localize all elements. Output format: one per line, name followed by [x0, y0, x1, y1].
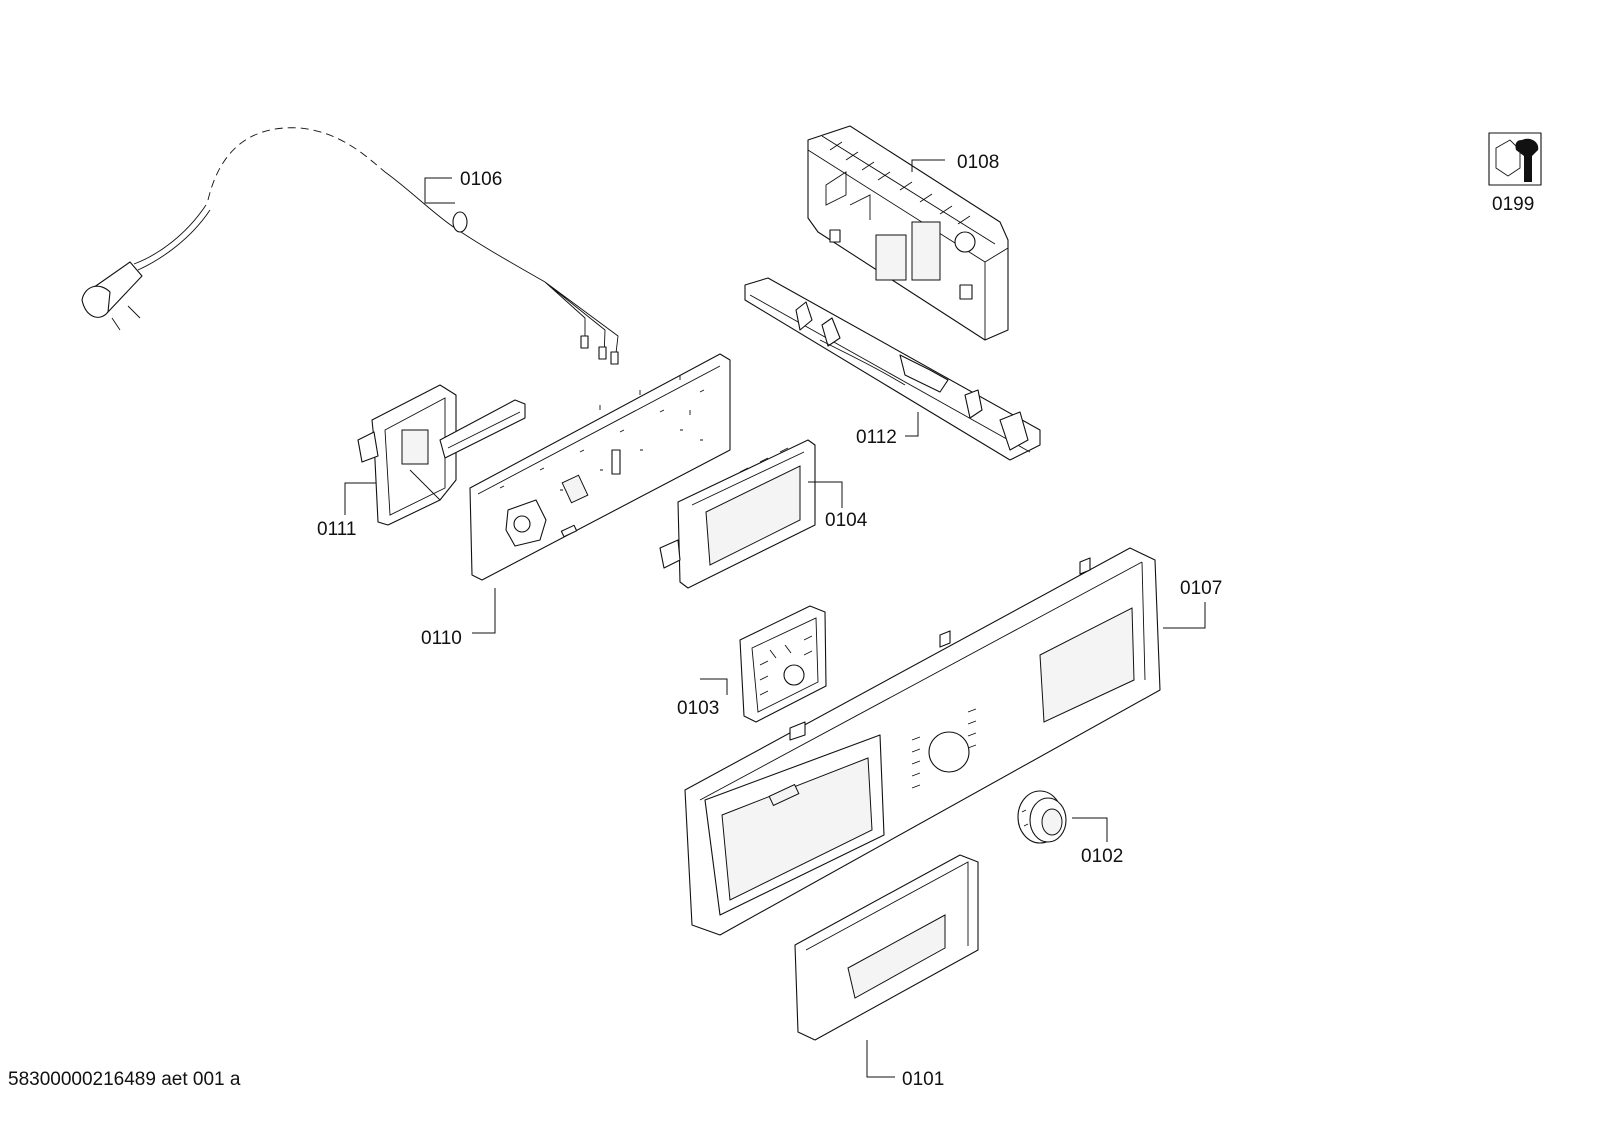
- part-labels: 0106 0108 0112 0111 0110 0104 0107 0103 …: [317, 152, 1534, 1090]
- part-0199-service-tool-icon[interactable]: [1488, 132, 1542, 186]
- label-0108: 0108: [957, 152, 999, 173]
- part-0111-holder-bracket[interactable]: [357, 384, 526, 526]
- label-0112: 0112: [856, 427, 897, 448]
- label-0199: 0199: [1492, 194, 1534, 215]
- part-0104-display-module[interactable]: [659, 439, 816, 589]
- label-0107: 0107: [1180, 578, 1222, 599]
- label-0104: 0104: [825, 510, 868, 531]
- part-0106-mains-cable[interactable]: [81, 127, 619, 365]
- part-0110-control-module-board[interactable]: [469, 353, 731, 581]
- label-0101: 0101: [902, 1069, 944, 1090]
- part-0101-dispenser-handle[interactable]: [794, 854, 979, 1041]
- part-0102-programme-knob[interactable]: [1017, 790, 1067, 844]
- label-0110: 0110: [421, 628, 462, 649]
- label-0111: 0111: [317, 519, 356, 540]
- part-0107-control-panel-facia[interactable]: [684, 547, 1161, 936]
- label-0103: 0103: [677, 698, 719, 719]
- part-0108-power-module[interactable]: [807, 125, 1009, 341]
- drawing-reference: 58300000216489 aet 001 a: [8, 1069, 241, 1090]
- part-0112-carrier-rail[interactable]: [744, 277, 1041, 461]
- label-0102: 0102: [1081, 846, 1123, 867]
- label-0106: 0106: [460, 169, 502, 190]
- leader-lines: [344, 159, 1206, 1078]
- part-0103-rotary-switch-module[interactable]: [739, 605, 827, 723]
